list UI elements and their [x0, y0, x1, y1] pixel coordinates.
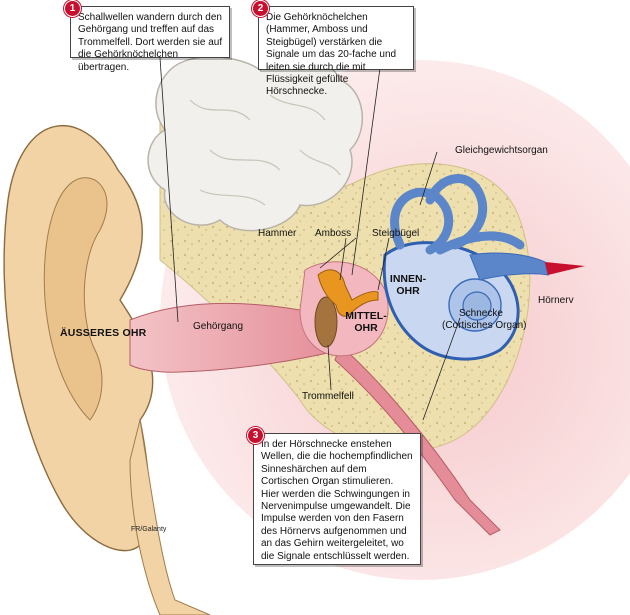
- nerve-tip: [545, 262, 585, 275]
- semicircular-canals: [390, 174, 525, 255]
- label-hammer: Hammer: [258, 228, 297, 239]
- pinna-fold: [43, 177, 108, 421]
- label-cortisches-organ: (Cortisches Organ): [442, 320, 527, 331]
- callout-3-text: In der Hörschnecke enstehen Wellen, die …: [261, 439, 413, 562]
- ear-canal: [129, 299, 341, 373]
- credit: FR/Galanty: [131, 526, 167, 533]
- label-innenohr: INNEN- OHR: [386, 273, 430, 297]
- callout-2-text: Die Gehörknöchelchen (Hammer, Amboss und…: [266, 12, 397, 98]
- callout-1: 1 Schallwellen wandern durch den Gehörga…: [64, 0, 230, 73]
- callout-3-number: 3: [247, 427, 264, 444]
- cheek-skin: [129, 419, 211, 615]
- callout-2-number: 2: [252, 0, 269, 17]
- label-gleichgewichtsorgan: Gleichgewichtsorgan: [455, 145, 548, 156]
- callout-1-number: 1: [64, 0, 81, 17]
- eardrum: [314, 296, 338, 348]
- label-innenohr-line2: OHR: [396, 285, 420, 297]
- cochlea-spiral-inner: [462, 291, 492, 321]
- callout-2: 2 Die Gehörknöchelchen (Hammer, Amboss u…: [252, 0, 414, 97]
- ossicles: [317, 269, 379, 317]
- label-mittelohr-line2: OHR: [354, 322, 378, 334]
- label-mittelohr: MITTEL- OHR: [342, 310, 390, 334]
- label-schnecke: Schnecke: [459, 308, 503, 319]
- label-steigbuegel: Steigbügel: [372, 228, 420, 239]
- label-innenohr-line1: INNEN-: [389, 273, 427, 285]
- label-hoernerv: Hörnerv: [538, 295, 574, 306]
- label-trommelfell: Trommelfell: [302, 391, 354, 402]
- label-mittelohr-line1: MITTEL-: [345, 310, 387, 322]
- label-amboss: Amboss: [315, 228, 352, 239]
- label-aeusseres-ohr: ÄUSSERES OHR: [60, 327, 147, 339]
- brain-folds: [189, 94, 341, 206]
- leader-lines: [159, 57, 461, 421]
- callout-3: 3 In der Hörschnecke enstehen Wellen, di…: [247, 427, 421, 565]
- callout-1-text: Schallwellen wandern durch den Gehörgang…: [78, 12, 223, 73]
- label-gehoergang: Gehörgang: [193, 321, 244, 332]
